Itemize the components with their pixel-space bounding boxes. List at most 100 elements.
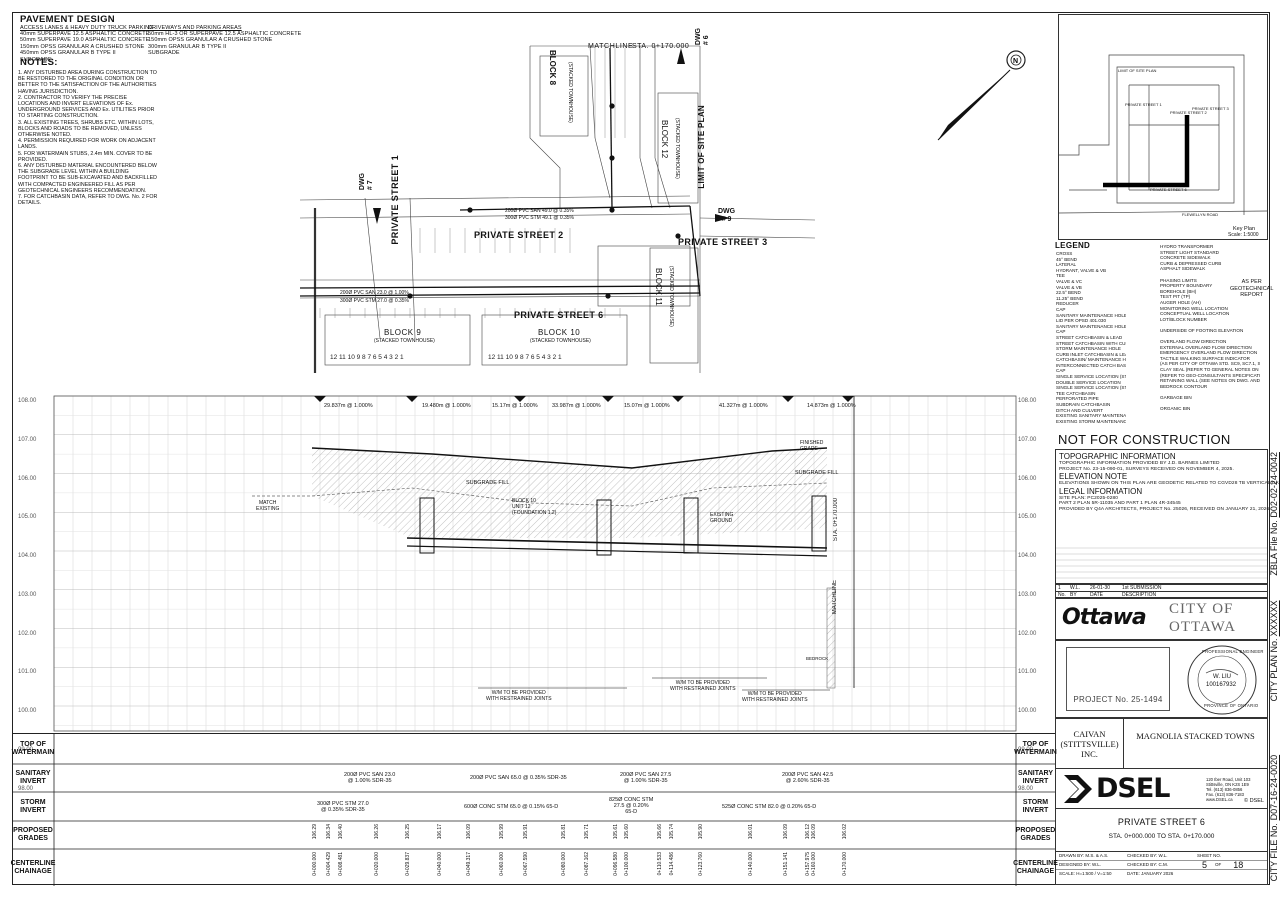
notes-list: 1. ANY DISTURBED AREA DURING CONSTRUCTIO… <box>18 70 158 206</box>
topo-line: TOPOGRAPHIC INFORMATION PROVIDED BY J.D.… <box>1059 461 1220 466</box>
key-plan-scale: Scale: 1:5000 <box>1228 232 1259 238</box>
legend-item: BEDROCK CONTOUR <box>1160 383 1208 389</box>
legend-item: TEST PIT (TP) <box>1160 294 1191 300</box>
pavement-line: SUBGRADE <box>20 56 52 63</box>
title-block: CAIVAN (STITTSVILLE) INC. MAGNOLIA STACK… <box>1055 718 1268 885</box>
city-panel: Ottawa CITY OF OTTAWA <box>1055 598 1268 640</box>
profile-grade-arrow <box>406 396 418 402</box>
city-file-label: CITY FILE No. <box>1269 823 1279 882</box>
profile-top-dimension: 14.873m @ 1.000% <box>807 403 856 409</box>
legend-item: PROPERTY BOUNDARY <box>1160 283 1213 289</box>
legend-item: STORM MAINTENANCE HOLE <box>1056 346 1122 352</box>
key-plan-highlight <box>1103 115 1190 188</box>
plan-dwg9-label: DWG # 9 <box>718 208 736 223</box>
key-plan-roads <box>1058 210 1268 214</box>
drawing-date: DATE: JANUARY 2026 <box>1127 871 1174 876</box>
profile-top-dimension: 19.480m @ 1.000% <box>422 403 471 409</box>
checked-by-2: CHECKED BY: C.M. <box>1127 862 1169 867</box>
pavement-line: SUBGRADE <box>148 50 180 57</box>
legend-item: TACTILE WALKING SURFACE INDICATOR <box>1160 355 1250 361</box>
row-label-sanitary-right: SANITARY INVERT <box>1018 770 1053 785</box>
plan-block12-sub: (STACKED TOWNHOUSE) <box>674 118 680 179</box>
pavement-drive-list: 50mm HL-3 OR SUPERPAVE 12.5 ASPHALTIC CO… <box>148 31 301 57</box>
profile-top-dimension: 15.17m @ 1.000% <box>492 403 538 409</box>
plan-pipe <box>459 205 691 211</box>
row-label-sanitary: SANITARY INVERT <box>15 770 51 785</box>
legend-item: PERFORATED PIPE <box>1056 396 1099 402</box>
profile-top-dimension: 29.837m @ 1.000% <box>324 403 373 409</box>
plan-block10: BLOCK 10 <box>538 328 581 337</box>
profile-y-tick-label: 106.00 <box>1018 475 1037 482</box>
sheet-border <box>12 12 1270 885</box>
drawing-meta: DRAWN BY: M.S. & A.S. CHECKED BY: W.L. S… <box>1056 852 1267 884</box>
zbla-value: D02-02-24-0042 <box>1269 452 1279 518</box>
engineer-seal <box>1187 645 1257 715</box>
pavement-heavy-heading: ACCESS LANES & HEAVY DUTY TRUCK PARKING <box>20 25 154 31</box>
plan-private-street-6: PRIVATE STREET 6 <box>514 310 604 320</box>
profile-y-tick-label: 103.00 <box>18 591 37 598</box>
note-item: 1. ANY DISTURBED AREA DURING CONSTRUCTIO… <box>18 70 157 95</box>
grade-value: 105.81 <box>561 824 568 840</box>
legend-item: ASPHALT SIDEWALK <box>1160 266 1206 272</box>
stm-segment: 825Ø CONC STM 27.5 @ 0.20% 65-D <box>609 797 654 815</box>
plan-block9: BLOCK 9 <box>384 328 422 337</box>
legend-item: HYDRANT, VALVE & VB <box>1056 267 1107 273</box>
plan-dwg7-label: DWG # 7 <box>359 173 374 191</box>
zbla-file: ZBLA File No. D02-02-24-0042 <box>1269 452 1279 576</box>
profile-bedrock <box>826 587 836 689</box>
seal-signature <box>1205 669 1239 676</box>
profile-maintenance-hole <box>596 499 612 556</box>
profile-pipe <box>406 545 828 557</box>
plan-parking-stalls <box>484 308 621 318</box>
legend-item: DOUBLE SERVICE LOCATION <box>1056 379 1121 385</box>
row-label-watermain: TOP OF WATERMAIN <box>11 741 55 756</box>
plan-maintenance-hole <box>609 207 615 213</box>
pavement-title: PAVEMENT DESIGN <box>20 14 115 25</box>
plan-road-line <box>409 197 416 339</box>
plan-pipe-st2b-label: 300Ø PVC STM 49.1 @ 0.35% <box>505 215 574 221</box>
chainage-value: 0+110.533 <box>656 852 663 876</box>
project-panel: PROJECT No. 25-1494 PROFESSIONAL ENGINEE… <box>1055 640 1268 718</box>
project-number-box: PROJECT No. 25-1494 <box>1066 647 1170 711</box>
legend-item: CURB & DEPRESSED CURB <box>1160 260 1222 266</box>
city-plan-label: CITY PLAN No. <box>1269 638 1279 702</box>
row-label-grades: PROPOSED GRADES <box>13 827 53 842</box>
legend-item: LID PER OPSD 401.030 <box>1056 318 1107 324</box>
profile-maintenance-hole <box>811 495 827 552</box>
legend-item: STREET CATCHBASIN & LEAD <box>1056 334 1123 340</box>
profile-y-tick-label: 105.00 <box>1018 514 1037 521</box>
plan-private-street-3: PRIVATE STREET 3 <box>678 237 768 247</box>
seal-top-text: PROFESSIONAL ENGINEER <box>1202 649 1264 654</box>
pavement-drive-heading: DRIVEWAYS AND PARKING AREAS <box>148 25 242 31</box>
plan-private-street-1: PRIVATE STREET 1 <box>390 155 400 245</box>
row-label-chainage: CENTERLINE CHAINAGE <box>10 859 56 875</box>
chainage-value: 0+087.162 <box>583 852 590 876</box>
revision-header-no: No. <box>1058 592 1066 598</box>
plan-view: 12 11 10 9 8 7 6 5 4 3 2 1 12 11 10 9 8 … <box>299 45 816 373</box>
firm-logo-chevron-inner <box>1070 780 1085 798</box>
key-plan-boundary <box>1116 66 1235 204</box>
row-label-watermain-right: TOP OF WATERMAIN <box>1014 741 1057 756</box>
san-segment: 200Ø PVC SAN 27.5 @ 1.00% SDR-35 <box>620 772 672 784</box>
profile-grade-arrow <box>782 396 794 402</box>
note-item: 3. ALL EXISTING TREES, SHRUBS ETC. WITHI… <box>18 119 154 139</box>
chainage-value: 0+000.000 <box>312 852 318 876</box>
plan-road-line <box>529 46 561 208</box>
sheet-label: SHEET NO. <box>1197 853 1222 858</box>
plan-road-line <box>299 195 691 201</box>
profile-grade-arrow <box>514 396 526 402</box>
legend-item: EMERGENCY OVERLAND FLOW DIRECTION <box>1160 350 1258 356</box>
profile-top-dimensions: 29.837m @ 1.000% 19.480m @ 1.000% 15.17m @… <box>12 401 1055 411</box>
profile-existing-ground-label: EXISTING GROUND <box>710 512 734 524</box>
pavement-line: 50mm SUPERPAVE 19.0 ASPHALTIC CONCRETE <box>20 37 150 44</box>
plan-block-outline <box>324 314 471 366</box>
profile-pipe <box>406 537 828 549</box>
profile-bedrock-label: BEDROCK <box>806 656 829 661</box>
plan-road-line <box>654 46 671 209</box>
note-item: 5. FOR WATERMAIN STUBS, 2.4m MIN. COVER … <box>18 150 153 163</box>
key-plan-map <box>1058 54 1268 215</box>
elevation-line: ELEVATIONS SHOWN ON THIS PLAN ARE GEODET… <box>1059 481 1280 487</box>
profile-data-table: TOP OF WATERMAIN SANITARY INVERT STORM I… <box>10 733 1058 886</box>
sheet-total: 18 <box>1233 860 1244 870</box>
row-label-storm: STORM INVERT <box>20 798 46 814</box>
